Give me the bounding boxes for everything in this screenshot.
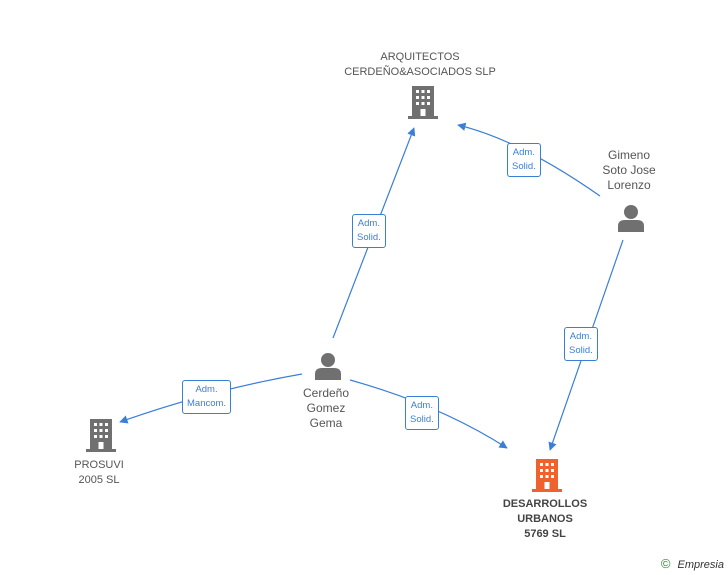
edge-label-gimeno-desarrollos[interactable]: Adm. Solid. (564, 327, 598, 361)
edge-label-cerdeno-prosuvi[interactable]: Adm. Mancom. (182, 380, 232, 414)
footer-brand: © Empresia (661, 556, 724, 571)
building-icon[interactable] (86, 419, 116, 452)
person-icon[interactable] (618, 205, 644, 232)
node-label-arquitectos[interactable]: ARQUITECTOS CERDEÑO&ASOCIADOS SLP (344, 51, 496, 78)
person-icon[interactable] (315, 353, 341, 380)
node-label-prosuvi[interactable]: PROSUVI 2005 SL (74, 459, 124, 486)
brand-logo-text[interactable]: Empresia (677, 559, 724, 571)
building-icon[interactable] (408, 86, 438, 119)
node-label-desarrollos[interactable]: DESARROLLOS URBANOS 5769 SL (502, 498, 588, 540)
edge-label-gimeno-arquitectos[interactable]: Adm. Solid. (507, 143, 541, 177)
building-icon-target[interactable] (532, 459, 562, 492)
edge-label-cerdeno-desarrollos[interactable]: Adm. Solid. (405, 396, 439, 430)
node-label-cerdeno[interactable]: Cerdeño Gomez Gema (302, 386, 350, 430)
node-label-gimeno[interactable]: Gimeno Soto Jose Lorenzo (602, 148, 656, 192)
edge-label-cerdeno-arquitectos[interactable]: Adm. Solid. (352, 214, 386, 248)
copyright-symbol: © (660, 556, 671, 571)
